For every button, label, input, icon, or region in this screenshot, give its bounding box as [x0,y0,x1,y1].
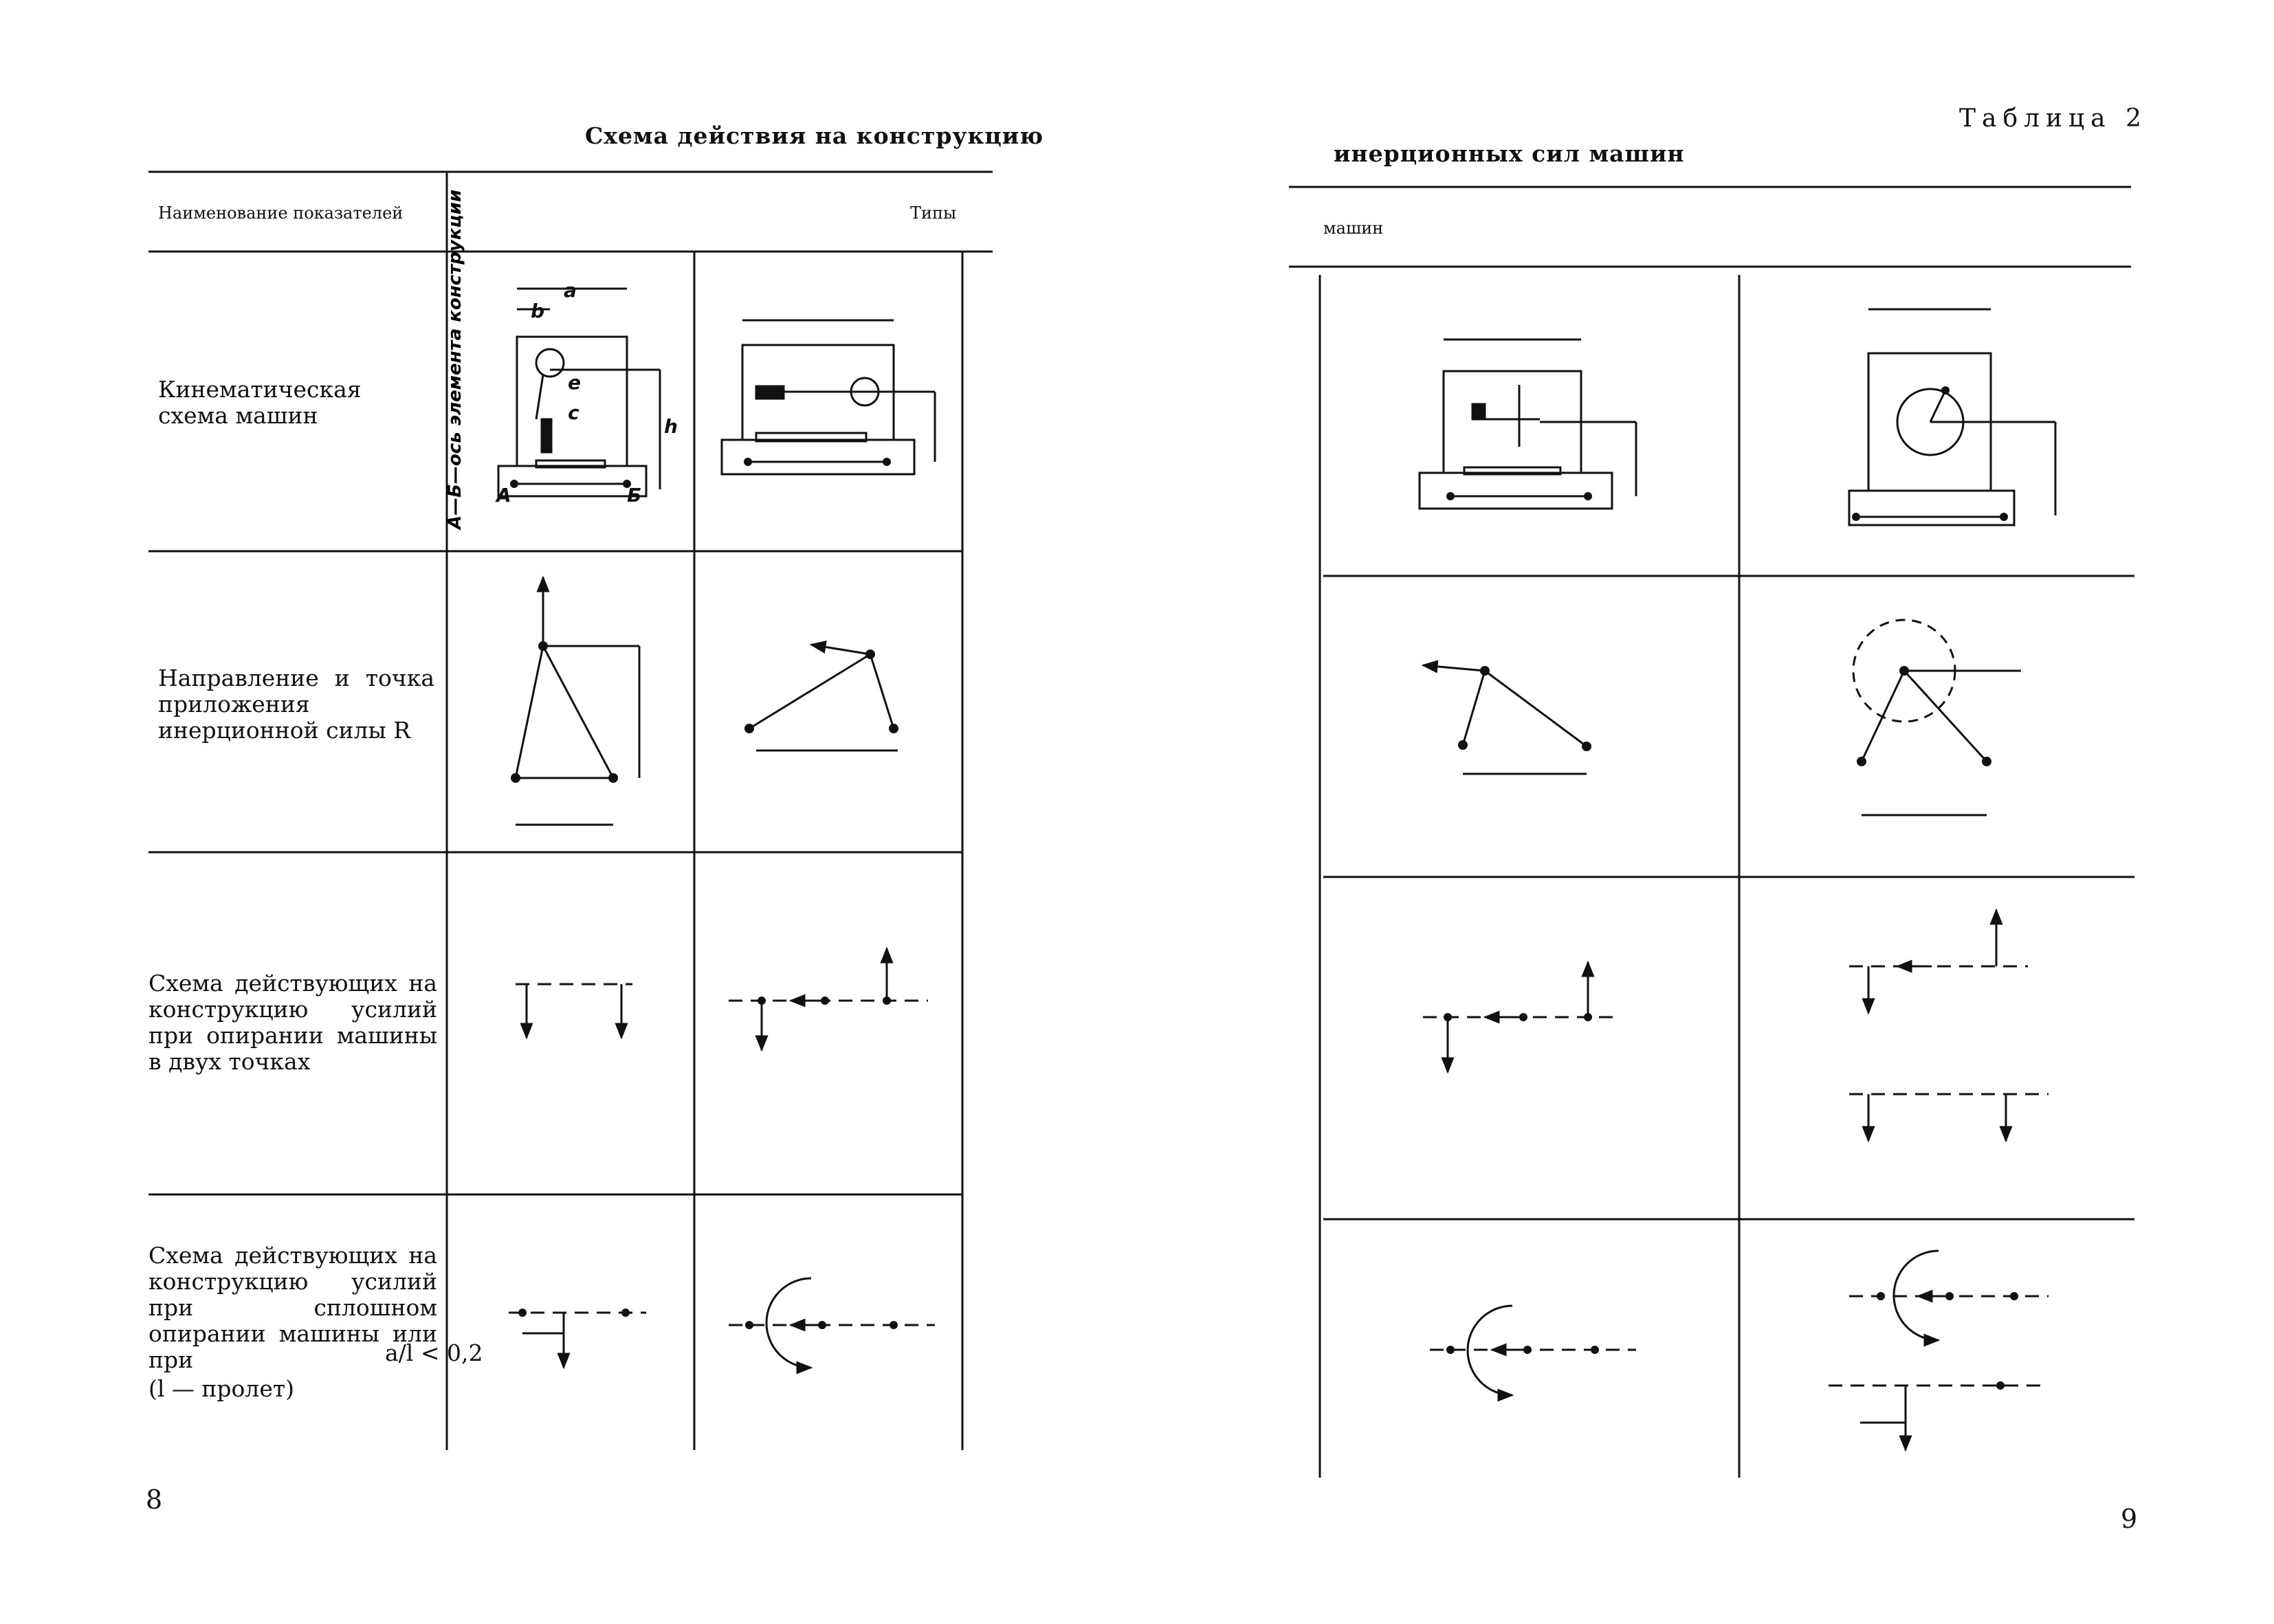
row-label-two-point-support: Схема действующих на конструкцию усилий … [148,970,437,1075]
continuous-support-4 [1829,1249,2049,1452]
two-point-forces-4 [1849,908,2049,1143]
span-formula: a/l < 0,2 [385,1339,483,1366]
force-direction-2 [749,640,898,752]
kinematic-scheme-1 [497,287,661,498]
force-direction-3 [1421,660,1587,775]
kinematic-scheme-4 [1848,308,2057,526]
kinematic-scheme-1-points [510,480,631,488]
continuous-support-3 [1430,1304,1636,1402]
label-b: b [531,300,544,322]
left-page-number: 8 [146,1484,163,1515]
continuous-support-2 [729,1277,935,1375]
label-A: А [495,484,511,507]
label-c: c [568,401,579,424]
force-direction-4 [1852,619,2021,816]
row-label-continuous-support: Схема действующих на конструкцию усилий … [148,1242,437,1373]
force-direction-1 [514,575,641,826]
table-label: Таблица 2 [1959,104,2148,133]
right-page-title: инерционных сил машин [1334,140,1685,167]
label-B: Б [627,484,641,507]
right-column-header: машин [1323,219,1384,238]
column-header-name: Наименование показателей [158,203,404,223]
kinematic-scheme-3 [1418,338,1637,510]
two-point-forces-1 [516,983,632,1040]
row-label-span-formula: a/l < 0,2 [385,1340,483,1366]
row-label-span-note: (l — пролет) [148,1375,295,1402]
column-header-types: Типы [910,203,957,223]
row-label-kinematic-scheme: Кинематическая схема машин [158,376,362,429]
left-page-title: Схема действия на конструкцию [585,122,1044,149]
kinematic-scheme-2 [720,319,936,476]
continuous-support-1 [509,1311,646,1370]
axis-note: А—Б—ось элемента конструкции [445,190,465,531]
label-a: a [564,279,577,302]
label-h: h [664,415,678,438]
label-e: e [568,371,581,394]
right-page-number: 9 [2121,1504,2138,1534]
row-label-force-direction: Направление и точка приложения инерционн… [158,665,434,744]
